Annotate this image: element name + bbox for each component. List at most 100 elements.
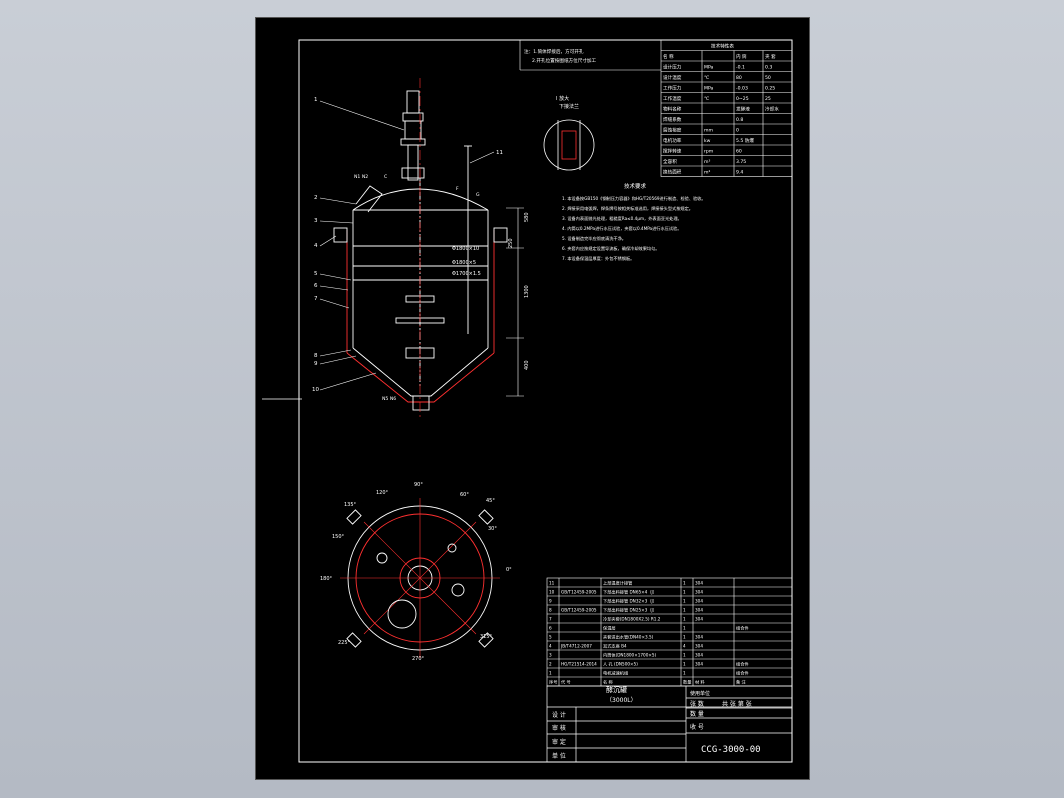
tech-req-4: 4. 内筒以0.2MPa进行水压试验，夹套以0.4MPa进行水压试验。 <box>562 225 681 232</box>
tech-table-cell: 5.5 防爆 <box>736 137 754 144</box>
callout-6: 6 <box>314 283 318 289</box>
callout-1: 1 <box>314 97 318 103</box>
tech-table-cell: m³ <box>704 159 710 165</box>
drawing-capacity: （3000L） <box>606 697 637 704</box>
note-line-2: 2.开孔位置按图纸方位尺寸加工 <box>532 57 597 64</box>
nozzle-label-3: F <box>456 186 459 192</box>
tech-table-cell: 设计压力 <box>663 64 682 71</box>
bom-cell: 1 <box>683 599 686 604</box>
bom-cell: 5 <box>549 635 552 640</box>
bom-cell: 1 <box>683 608 686 613</box>
tech-table-cell: 0.25 <box>765 86 775 92</box>
tech-table-cell: 物料名称 <box>663 106 682 113</box>
tech-table-cell: 0~25 <box>736 96 749 102</box>
bom-cell: 1 <box>683 581 686 586</box>
title-block <box>546 685 793 763</box>
callout-11: 11 <box>496 150 503 156</box>
angle-135: 135° <box>344 502 357 508</box>
tech-table-cell: m² <box>704 171 710 176</box>
bom-cell: 组合件 <box>736 661 749 668</box>
bom-cell: 304 <box>695 653 703 658</box>
tb-check: 审 核 <box>552 724 566 732</box>
tb-used: 使用单位 <box>690 690 710 697</box>
dim-v-2: 1300 <box>524 285 530 298</box>
callout-9: 9 <box>314 361 318 367</box>
tb-design: 设 计 <box>552 711 566 719</box>
bom-cell: 夹套进出水管(DN40×3.5) <box>603 634 654 641</box>
bom-cell: 304 <box>695 662 703 667</box>
inner-border <box>298 39 793 763</box>
drawing-number: CCG-3000-00 <box>701 745 761 755</box>
tech-table-header: 名 称 <box>663 53 674 60</box>
bom-cell: 1 <box>683 671 686 676</box>
bom-cell: 304 <box>695 599 703 604</box>
tech-req-6: 6. 夹套内应按规定设置导流板，确保冷却效果均匀。 <box>562 245 659 252</box>
callout-8: 8 <box>314 353 318 359</box>
angle-0: 0° <box>506 567 512 573</box>
dim-text-2: Φ1800×5 <box>452 260 476 266</box>
tech-table-cell: 80 <box>736 75 742 81</box>
bom-cell: 1 <box>683 626 686 631</box>
tech-table-header: 内 筒 <box>736 53 747 60</box>
dim-v-4: 250 <box>508 238 514 248</box>
tech-table-cell: 25 <box>765 96 771 102</box>
bom-cell: 4 <box>683 644 686 649</box>
tech-table-cell: 工作压力 <box>663 85 682 92</box>
bom-cell: 1 <box>683 653 686 658</box>
bom-cell: 2 <box>549 662 552 667</box>
tech-req-2: 2. 焊接采用电弧焊，焊条牌号按相关标准选用，焊接接头型式按规定。 <box>562 205 693 212</box>
bom-header-cell: 材 料 <box>695 679 706 686</box>
bom-cell: 304 <box>695 581 703 586</box>
tech-table-cell: ℃ <box>704 96 709 102</box>
cone-bottom <box>352 347 489 397</box>
tb-unit: 收 号 <box>690 723 704 731</box>
bom-cell: 下部出料接管 DN32×3（J） <box>603 598 657 605</box>
tech-table-cell: 焊缝系数 <box>663 116 682 123</box>
bom-cell: 耳式支座 B4 <box>603 643 627 650</box>
bom-cell: 上部温度计接管 <box>603 580 632 587</box>
bom-cell: GB/T12459-2005 <box>561 608 597 613</box>
drawing-sheet: 注：1.筒体焊接后，方可开孔 2.开孔位置按图纸方位尺寸加工 I 放大 下接法兰… <box>255 17 810 780</box>
dim-text-1: Φ1800×10 <box>452 246 479 252</box>
bom-cell: 7 <box>549 617 552 622</box>
angle-30: 30° <box>488 526 497 532</box>
tech-table-cell: 0.3 <box>765 65 772 71</box>
tech-req-1: 1. 本设备按GB150《钢制压力容器》和HG/T20569进行制造、检验、验收… <box>562 195 706 202</box>
detail-sub: 下接法兰 <box>559 103 579 110</box>
bom-cell: 304 <box>695 644 703 649</box>
tb-sheet: 共 张 第 张 <box>722 700 752 708</box>
bom-cell: 4 <box>549 644 552 649</box>
callout-5: 5 <box>314 271 318 277</box>
tech-table-cell: 设计温度 <box>663 74 682 81</box>
tech-table-cell: -0.1 <box>736 65 745 71</box>
tech-table-cell: 0 <box>736 128 739 134</box>
tech-table-cell: MPa <box>704 65 714 71</box>
callout-3: 3 <box>314 218 318 224</box>
bom-header-cell: 名 称 <box>603 679 613 686</box>
bom-cell: 1 <box>683 635 686 640</box>
bom-cell: 10 <box>549 590 555 595</box>
tech-req-title: 技术要求 <box>624 182 647 190</box>
callout-2: 2 <box>314 195 318 201</box>
tech-table-cell: 搅拌转速 <box>663 148 682 155</box>
note-line-1: 注：1.筒体焊接后，方可开孔 <box>524 48 584 55</box>
tech-table-cell: kw <box>704 138 711 144</box>
bom-cell: 8 <box>549 608 552 613</box>
tech-table-header: 夹 套 <box>765 53 776 60</box>
bom-cell: 1 <box>683 662 686 667</box>
drawing-title: 酵沉罐 <box>606 685 627 694</box>
angle-270: 270° <box>412 656 425 662</box>
bom-header-cell: 代 号 <box>561 679 571 686</box>
tech-table-cell: 50 <box>765 75 771 81</box>
cad-drawing: 注：1.筒体焊接后，方可开孔 2.开孔位置按图纸方位尺寸加工 I 放大 下接法兰… <box>262 39 793 763</box>
bom-cell: 304 <box>695 590 703 595</box>
bom-cell: 11 <box>549 581 555 586</box>
bom-cell: 1 <box>683 590 686 595</box>
bom-cell: GB/T12459-2005 <box>561 590 597 595</box>
motor-body <box>406 90 420 114</box>
dim-text-3: Φ1700×1.5 <box>452 271 481 277</box>
angle-45: 45° <box>486 498 495 504</box>
nozzle-label-1: N1 N2 <box>354 174 368 180</box>
bom-cell: JB/T4712-2007 <box>560 644 592 649</box>
callout-7: 7 <box>314 296 318 302</box>
